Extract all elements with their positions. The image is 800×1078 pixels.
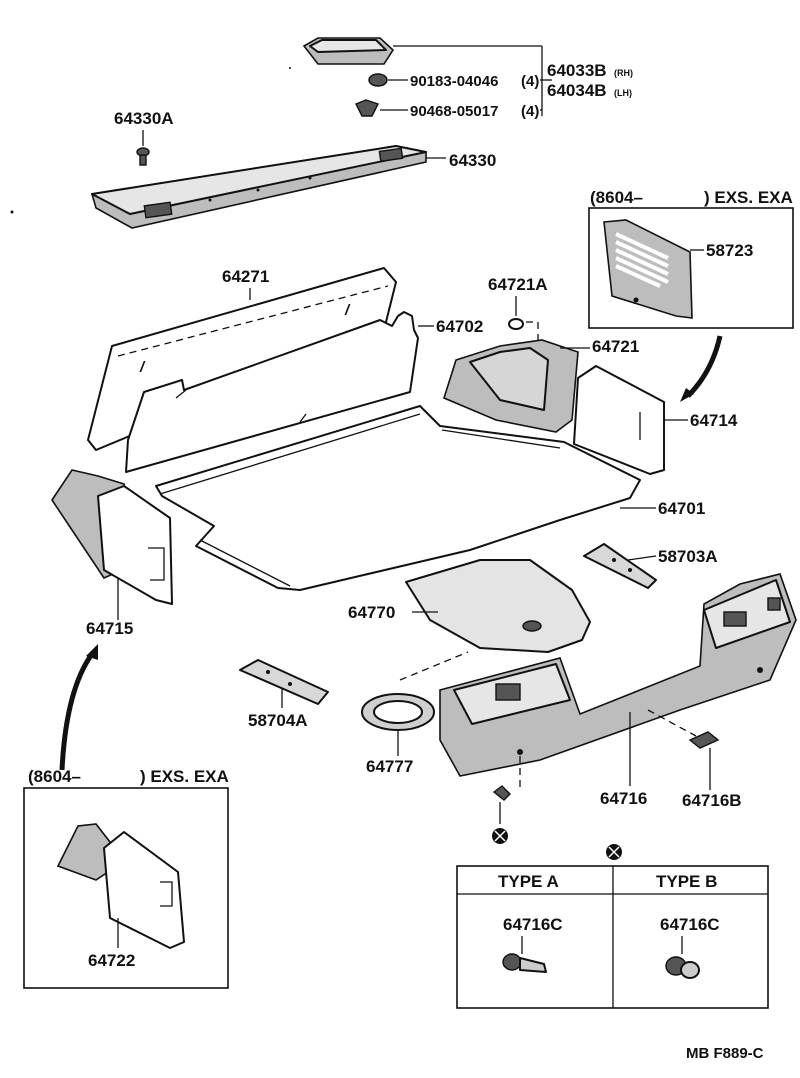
part-64716c-type-a-screw [502,936,547,973]
label-64721: 64721 [592,337,639,356]
label-64033b: 64033B [547,61,607,80]
label-64716c-type-a: 64716C [503,915,563,934]
label-64770: 64770 [348,603,395,622]
label-64716b: 64716B [682,791,742,810]
part-64721-side-trim [443,339,590,433]
part-64716c-type-b-clip [665,936,700,979]
label-64271: 64271 [222,267,269,286]
arrow-left-inset [59,652,95,771]
type-b-header: TYPE B [656,872,717,891]
part-64702-divider [125,311,434,473]
type-table [456,865,769,1009]
part-58723-panel [603,219,704,319]
type-a-header: TYPE A [498,872,559,891]
part-64715-side-panel [51,469,173,620]
svg-text:/: / [139,359,146,376]
part-64722-panel [56,823,185,949]
inset-left-code: (8604– [28,767,81,786]
part-64716c-screw [492,785,511,824]
label-64034b: 64034B [547,81,607,100]
svg-text:/: / [344,302,351,319]
label-lh: (LH) [614,88,632,98]
part-64033b-lamp [302,37,542,65]
label-90468-05017: 90468-05017 [410,103,498,120]
label-64716c-type-b: 64716C [660,915,720,934]
part-64701-floor-mat [155,405,656,591]
label-rh: (RH) [614,68,633,78]
label-90183-04046: 90183-04046 [410,73,498,90]
part-64330a-clip [136,130,150,166]
label-64721a: 64721A [488,275,548,294]
part-64714-panel [573,365,688,475]
inset-right-note: ) EXS. EXA [704,188,793,207]
part-90183-nut [368,73,408,87]
label-64777: 64777 [366,757,413,776]
part-58704a-bracket [239,659,329,708]
label-64714: 64714 [690,411,738,430]
label-90183-qty: (4) [521,73,539,90]
label-58703a: 58703A [658,547,718,566]
inset-left-note: ) EXS. EXA [140,767,229,786]
label-58704a: 58704A [248,711,308,730]
label-64715: 64715 [86,619,133,638]
label-64702: 64702 [436,317,483,336]
label-58723: 58723 [706,241,753,260]
label-90468-qty: (4) [521,103,539,120]
part-64716-rear-trim [439,573,797,790]
part-64777-cup [361,651,469,756]
inset-left-box [23,787,229,989]
part-64770-cover [405,559,591,653]
inset-right-box [588,207,794,329]
part-58703a-bracket [583,543,657,589]
label-64716: 64716 [600,789,647,808]
part-64330-tray [90,145,446,229]
label-64330a: 64330A [114,109,174,128]
diagram-code: MB F889-C [686,1045,764,1062]
inset-right-code: (8604– [590,188,643,207]
label-64722: 64722 [88,951,135,970]
label-64330: 64330 [449,151,496,170]
part-64716b-pad [688,731,720,790]
arrow-right-inset [686,335,723,398]
part-90468-clip [355,99,408,117]
label-64701: 64701 [658,499,705,518]
